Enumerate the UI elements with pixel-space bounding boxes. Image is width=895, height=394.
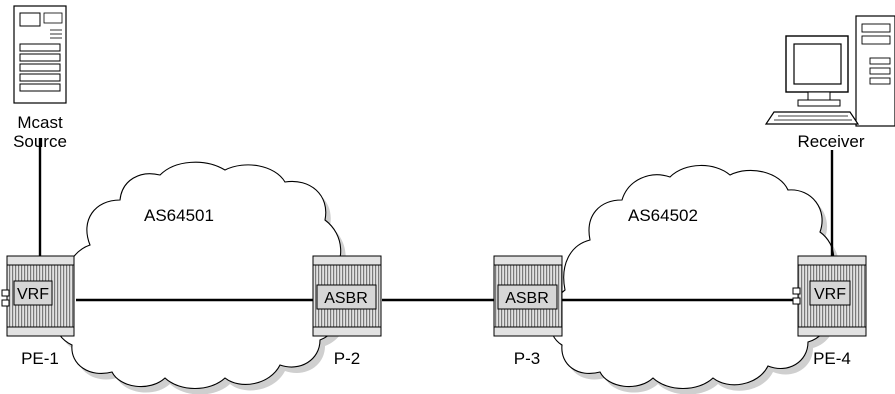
cloud-outline: [549, 164, 835, 389]
cloud-as64501: AS64501: [52, 161, 348, 394]
vrf-box: [809, 280, 851, 306]
receiver-label: Receiver: [797, 132, 864, 151]
vrf-box-label: VRF: [17, 286, 49, 303]
desktop-computer-icon: [764, 15, 895, 127]
asbr-box: [316, 284, 377, 310]
asbr-box-label: ASBR: [324, 290, 368, 307]
cloud-as64502: AS64502: [549, 164, 839, 394]
vrf-box-label: VRF: [814, 286, 846, 303]
vrf-box: [13, 280, 53, 306]
router-pe4: VRF PE-4: [792, 255, 867, 368]
router-name: PE-4: [813, 349, 851, 368]
router-pe1: VRF PE-1: [1, 255, 75, 368]
asbr-box-label: ASBR: [505, 290, 549, 307]
source-label-line2: Source: [13, 132, 67, 151]
router-name: P-2: [334, 349, 360, 368]
receiver: Receiver: [764, 15, 895, 151]
cloud-label: AS64501: [144, 206, 214, 225]
cloud-outline: [52, 161, 343, 389]
source-label-line1: Mcast: [17, 113, 63, 132]
router-p2: ASBR P-2: [312, 255, 382, 368]
router-name: PE-1: [21, 349, 59, 368]
server-icon: [13, 5, 67, 104]
links: [38, 138, 834, 302]
mcast-source: Mcast Source: [13, 5, 67, 151]
cloud-label: AS64502: [628, 206, 698, 225]
asbr-box: [497, 284, 558, 310]
router-p3: ASBR P-3: [493, 255, 563, 368]
router-name: P-3: [514, 349, 540, 368]
